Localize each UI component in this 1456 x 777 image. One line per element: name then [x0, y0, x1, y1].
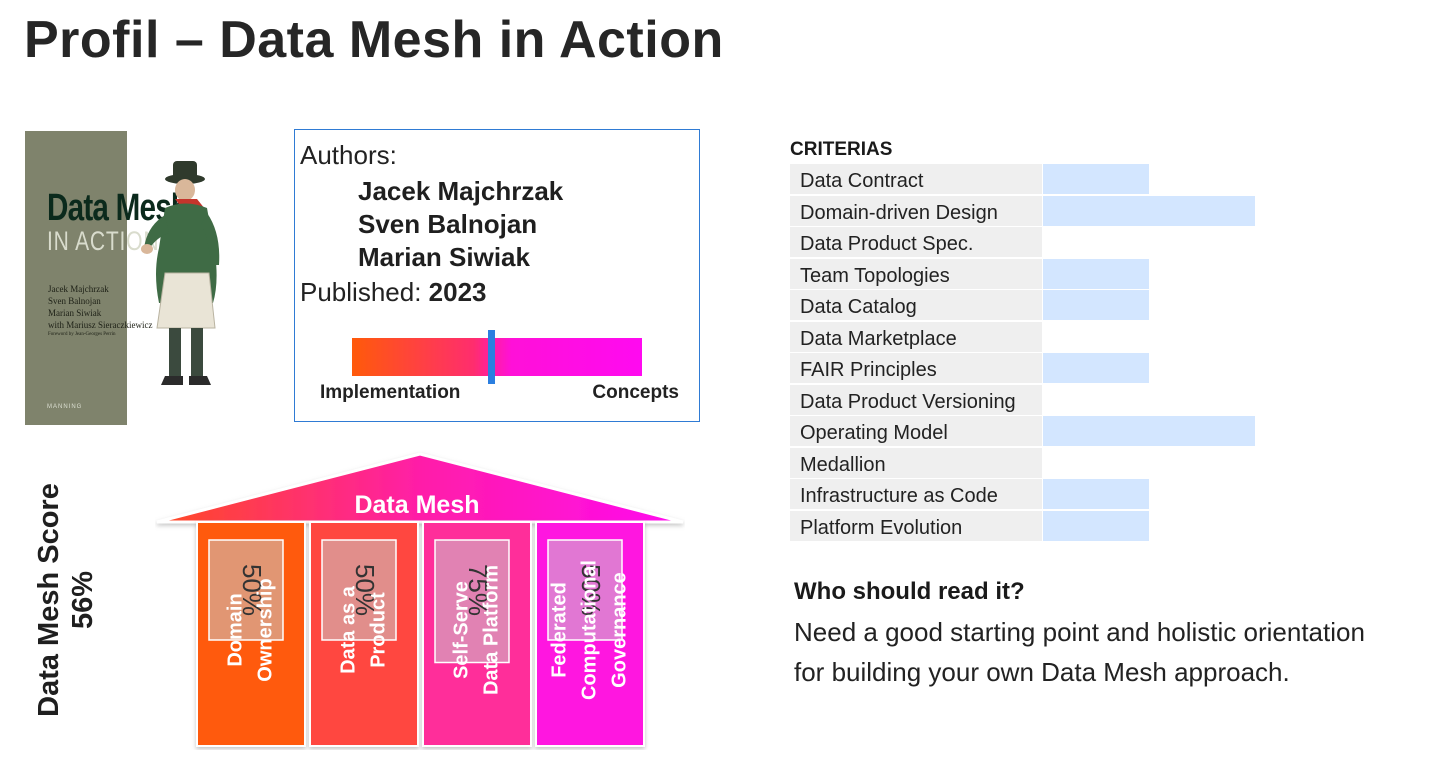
criteria-row: Data Contract — [790, 164, 1260, 196]
data-mesh-score: Data Mesh Score 56% — [32, 480, 99, 720]
cover-figure-illustration — [141, 161, 220, 385]
criteria-row: Data Product Spec. — [790, 227, 1260, 259]
criteria-row: Infrastructure as Code — [790, 479, 1260, 511]
cover-authors: Jacek Majchrzak Sven Balnojan Marian Siw… — [48, 283, 153, 338]
criteria-bar — [1043, 164, 1149, 194]
cover-author: with Mariusz Sieraczkiewicz — [48, 320, 153, 330]
cover-background — [25, 131, 127, 425]
criteria-bar — [1043, 290, 1149, 320]
published-year: 2023 — [428, 277, 487, 307]
cover-author: Sven Balnojan — [48, 296, 101, 306]
author-name: Sven Balnojan — [358, 209, 538, 239]
criteria-label: FAIR Principles — [790, 353, 1042, 383]
criteria-label: Medallion — [790, 447, 1042, 478]
pillar-label: Self-Serve — [450, 581, 472, 679]
who-should-read-text: Need a good starting point and holistic … — [794, 617, 1365, 647]
gauge-marker — [488, 330, 496, 384]
pillar-score-box — [434, 539, 510, 664]
pillar-score: 75% — [463, 564, 493, 616]
score-label: Data Mesh Score — [33, 483, 65, 717]
author-name: Jacek Majchrzak — [358, 176, 564, 206]
criteria-bar — [1043, 258, 1149, 289]
criteria-row: Data Marketplace — [790, 321, 1260, 354]
pillar-score: 50% — [237, 564, 267, 616]
page-title: Profil – Data Mesh in Action — [24, 11, 724, 69]
temple-pillar: 50%Domain Ownership — [196, 521, 306, 747]
cover-publisher: MANNING — [47, 404, 83, 410]
temple-pillar: 50% Federated Computational Governance — [535, 521, 645, 747]
cover-author: Marian Siwiak — [48, 308, 102, 318]
pillar-label: Data as a — [337, 585, 359, 674]
criteria-row: Domain-driven Design — [790, 195, 1260, 228]
temple-roof-label: Data Mesh — [354, 491, 479, 519]
gauge-left-label: Implementation — [320, 382, 461, 403]
pillar-score-box — [208, 539, 284, 641]
criteria-bar — [1043, 479, 1149, 509]
criteria-bar — [1043, 416, 1255, 446]
cover-foreword: Foreword by Jean-Georges Perrin — [48, 332, 116, 337]
pillar-label: Domain — [224, 593, 246, 666]
pillar-label: Product — [367, 592, 389, 668]
author-name: Marian Siwiak — [358, 242, 530, 272]
authors-label: Authors: — [300, 140, 397, 170]
criteria-bar — [1043, 195, 1255, 226]
criteria-label: Infrastructure as Code — [790, 479, 1042, 509]
pillar-label: Data Platform — [480, 565, 502, 695]
book-info-box: Authors: Jacek Majchrzak Sven Balnojan M… — [294, 129, 700, 422]
criteria-label: Team Topologies — [790, 258, 1042, 289]
criteria-bar — [1043, 353, 1149, 383]
criteria-row: Operating Model — [790, 416, 1260, 448]
criteria-label: Data Catalog — [790, 290, 1042, 320]
criteria-label: Data Product Versioning — [790, 384, 1042, 415]
temple-pillar: 50%Data as a Product — [309, 521, 419, 747]
who-should-read-title: Who should read it? — [794, 578, 1025, 605]
pillar-score: 50% — [576, 564, 606, 616]
criteria-row: Team Topologies — [790, 258, 1260, 291]
criteria-row: Data Product Versioning — [790, 384, 1260, 417]
criteria-label: Data Marketplace — [790, 321, 1042, 352]
criteria-label: Domain-driven Design — [790, 195, 1042, 226]
implementation-concepts-gauge — [352, 338, 642, 376]
criteria-label: Operating Model — [790, 416, 1042, 446]
criteria-label: Data Product Spec. — [790, 227, 1042, 257]
criteria-header: CRITERIAS — [790, 139, 893, 160]
published-label: Published: — [300, 277, 422, 307]
pillar-label: Computational — [578, 560, 600, 700]
pillar-label: Governance — [608, 572, 630, 688]
temple-roof — [156, 452, 684, 524]
gauge-right-label: Concepts — [592, 382, 679, 403]
who-should-read-text: for building your own Data Mesh approach… — [794, 657, 1290, 687]
criteria-label: Platform Evolution — [790, 510, 1042, 541]
pillar-score-box — [547, 539, 623, 641]
pillar-score-box — [321, 539, 397, 641]
cover-author: Jacek Majchrzak — [48, 284, 109, 294]
pillar-score: 50% — [350, 564, 380, 616]
score-value: 56% — [67, 570, 99, 630]
cover-subtitle: IN ACTION — [47, 226, 160, 256]
published-line: Published: 2023 — [300, 277, 487, 308]
book-cover-image: Data Mesh IN ACTION Jacek Majchrzak Sven… — [25, 131, 247, 425]
criteria-bar — [1043, 510, 1149, 541]
criteria-row: FAIR Principles — [790, 353, 1260, 385]
temple-pillar: 75%Self-Serve Data Platform — [422, 521, 532, 747]
pillar-label: Federated — [548, 582, 570, 678]
criteria-row: Medallion — [790, 447, 1260, 480]
criteria-row: Data Catalog — [790, 290, 1260, 322]
pillar-label: Ownership — [254, 578, 276, 681]
criteria-label: Data Contract — [790, 164, 1042, 194]
criteria-row: Platform Evolution — [790, 510, 1260, 543]
